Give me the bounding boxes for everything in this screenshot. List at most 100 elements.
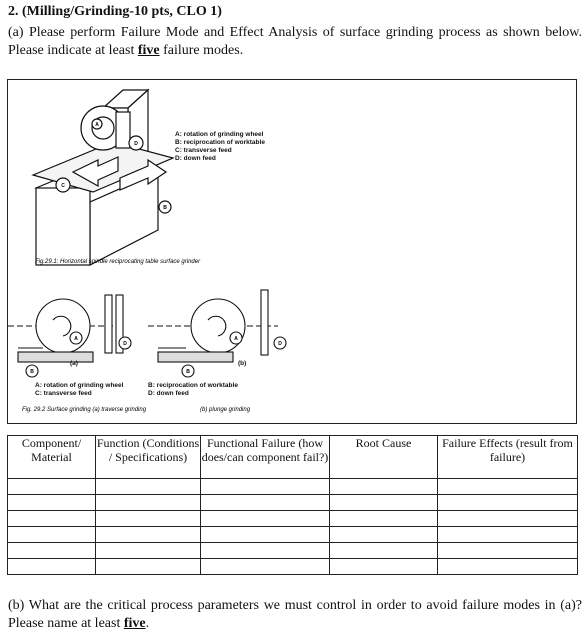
fmea-table: Component/ Material Function (Conditions… — [7, 435, 578, 575]
header-failure-effects: Failure Effects (result from failure) — [437, 435, 578, 479]
fmea-header-row: Component/ Material Function (Conditions… — [7, 435, 578, 479]
table-row — [7, 478, 578, 495]
marker-d3: D — [278, 341, 282, 347]
table-cell[interactable] — [329, 494, 438, 511]
grinder-figure: A D C B A: rotation of grinding wheel B:… — [8, 88, 287, 413]
marker-a3-circle — [229, 331, 243, 345]
table-cell[interactable] — [95, 510, 201, 527]
wheel-b — [190, 298, 246, 354]
marker-d-circle — [128, 135, 144, 151]
table-cell[interactable] — [437, 494, 578, 511]
table-cell[interactable] — [200, 510, 330, 527]
marker-a3: A — [234, 336, 238, 342]
table-cell[interactable] — [7, 542, 96, 559]
question-part-a: (a) Please perform Failure Mode and Effe… — [8, 24, 582, 60]
marker-a2-circle — [69, 331, 83, 345]
legend1-a: A: rotation of grinding wheel — [175, 131, 264, 138]
table-row — [7, 558, 578, 575]
table-cell[interactable] — [200, 542, 330, 559]
wheel-side-a2 — [115, 294, 124, 354]
rotation-arrow-b — [207, 315, 227, 337]
table-cell[interactable] — [329, 510, 438, 527]
label-a: (a) — [70, 360, 78, 367]
marker-d2-circle — [118, 336, 132, 350]
marker-a2: A — [74, 336, 78, 342]
table-cell[interactable] — [329, 478, 438, 495]
question-part-b: (b) What are the critical process parame… — [8, 597, 582, 633]
caption-fig-29-1: Fig.29.1: Horizontal spindle reciprocati… — [35, 259, 201, 265]
wheel-head — [115, 111, 131, 149]
base-front — [35, 187, 91, 266]
transverse-arrow — [71, 156, 119, 188]
table-cell[interactable] — [437, 526, 578, 543]
table-cell[interactable] — [437, 542, 578, 559]
table-cell[interactable] — [95, 526, 201, 543]
marker-c-circle — [55, 177, 71, 193]
table-cell[interactable] — [437, 478, 578, 495]
marker-b-circle — [158, 200, 172, 214]
part-b-text: (b) What are the critical process parame… — [8, 598, 582, 631]
part-a-text: (a) Please perform Failure Mode and Effe… — [8, 25, 582, 58]
table-cell[interactable] — [95, 542, 201, 559]
label-b: (b) — [238, 360, 246, 367]
part-a-tail: failure modes. — [159, 43, 244, 58]
table-cell[interactable] — [7, 478, 96, 495]
marker-c: C — [61, 183, 65, 189]
legend1-b: B: reciprocation of worktable — [175, 139, 265, 146]
table-cell[interactable] — [200, 494, 330, 511]
grinder-drawing — [31, 88, 175, 266]
marker-a: A — [95, 122, 99, 128]
table-cell[interactable] — [200, 478, 330, 495]
marker-a-circle — [91, 118, 103, 130]
marker-d2: D — [123, 341, 127, 347]
marker-b2-circle — [25, 364, 39, 378]
reciprocation-arrow — [119, 158, 168, 191]
legend2-left-2: C: transverse feed — [35, 390, 92, 397]
legend1-c: C: transverse feed — [175, 147, 232, 154]
table-cell[interactable] — [200, 558, 330, 575]
rotation-arrow-a — [52, 315, 72, 337]
table-cell[interactable] — [329, 526, 438, 543]
header-function: Function (Conditions / Specifications) — [95, 435, 201, 479]
wheel-a — [35, 298, 91, 354]
table-cell[interactable] — [200, 526, 330, 543]
legend2-left-1: A: rotation of grinding wheel — [35, 382, 124, 389]
wheel-side-a — [104, 294, 113, 354]
marker-b3: B — [186, 369, 190, 375]
legend2-right-1: B: reciprocation of worktable — [148, 382, 238, 389]
table-cell[interactable] — [7, 510, 96, 527]
table-cell[interactable] — [95, 558, 201, 575]
caption-fig-29-2b: (b) plunge grinding — [200, 407, 251, 413]
question-title: 2. (Milling/Grinding-10 pts, CLO 1) — [8, 4, 222, 19]
table-cell[interactable] — [95, 494, 201, 511]
header-functional-failure: Functional Failure (how does/can compone… — [200, 435, 330, 479]
table-cell[interactable] — [437, 558, 578, 575]
plunge-grinding-drawing — [148, 289, 287, 378]
wheel-side-b — [260, 289, 269, 356]
table-cell[interactable] — [95, 478, 201, 495]
table-cell[interactable] — [7, 526, 96, 543]
part-b-emphasis: five — [123, 616, 146, 631]
header-component: Component/ Material — [7, 435, 96, 479]
table-row — [7, 542, 578, 559]
table-row — [7, 510, 578, 527]
marker-b: B — [163, 205, 167, 211]
part-a-emphasis: five — [137, 43, 160, 58]
work-b — [157, 351, 234, 363]
header-root-cause: Root Cause — [329, 435, 438, 479]
table-row — [7, 526, 578, 543]
part-b-tail: . — [145, 616, 150, 631]
marker-d: D — [134, 141, 138, 147]
marker-b3-circle — [181, 364, 195, 378]
caption-fig-29-2: Fig. 29.2 Surface grinding (a) traverse … — [22, 407, 147, 413]
table-cell[interactable] — [7, 558, 96, 575]
table-cell[interactable] — [7, 494, 96, 511]
work-a — [17, 351, 94, 363]
table-cell[interactable] — [437, 510, 578, 527]
table-cell[interactable] — [329, 542, 438, 559]
legend1-d: D: down feed — [175, 155, 216, 162]
marker-b2: B — [30, 369, 34, 375]
table-cell[interactable] — [329, 558, 438, 575]
table-row — [7, 494, 578, 511]
traverse-grinding-drawing — [8, 294, 132, 378]
